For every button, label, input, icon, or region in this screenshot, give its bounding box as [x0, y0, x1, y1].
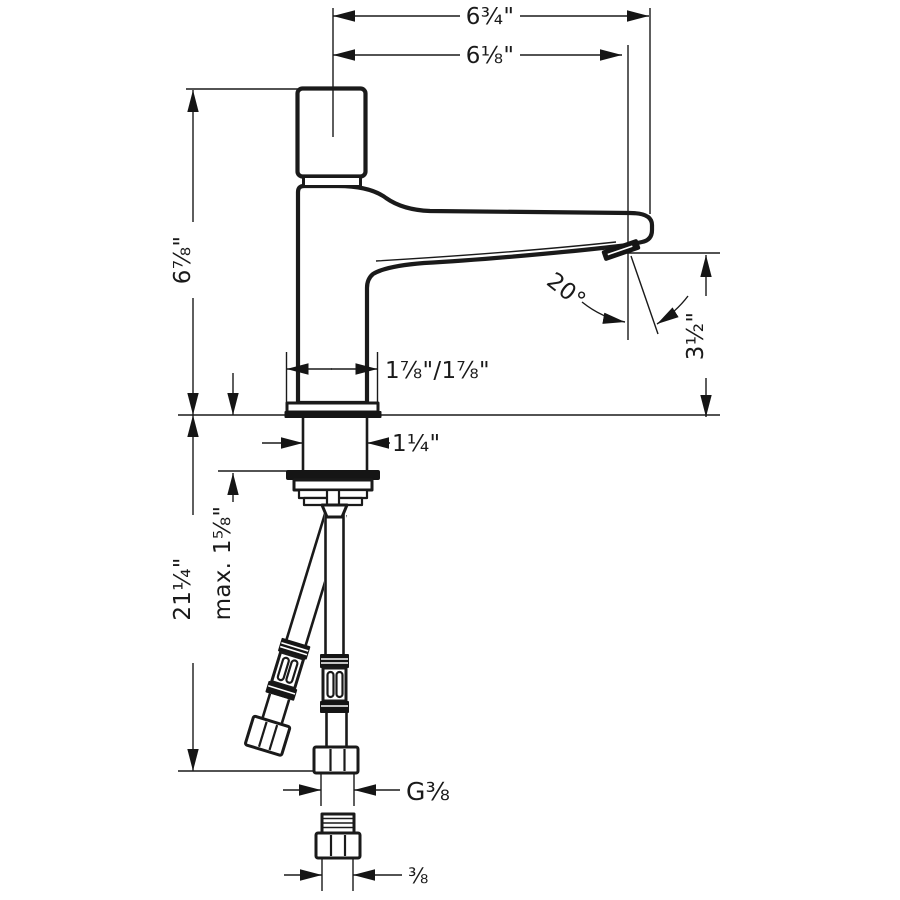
dimension-adapter-thread: ⅜	[284, 864, 429, 888]
dim-label-spout-reach: 6⅛"	[466, 43, 514, 69]
hose-edge	[280, 699, 291, 725]
dim-label-height-below-deck: 21¼"	[170, 557, 196, 620]
hose-tube-fill	[262, 693, 290, 725]
nut-facet	[268, 724, 279, 751]
ferrule-groove	[267, 685, 296, 695]
dim-label-base-depth: 1⅞"/1⅞"	[385, 358, 490, 384]
base-plate	[284, 411, 382, 418]
angle-reference-line	[630, 255, 659, 335]
dimension-shank-width: 1¼"	[262, 431, 440, 457]
dim-label-height-above-deck: 6⅞"	[170, 236, 196, 284]
hose-adapter-cone	[320, 503, 349, 519]
dimension-overall-width: 6¾"	[333, 4, 649, 30]
reference-lines	[178, 88, 720, 772]
aerator-slit	[607, 245, 633, 256]
dimension-base-depth: 1⅞"/1⅞"	[286, 358, 490, 384]
dim-label-overall-width: 6¾"	[466, 4, 514, 30]
hose-ferrule	[320, 654, 349, 668]
mounting-locknut	[286, 470, 380, 480]
thread-adapter	[314, 812, 362, 860]
faucet-model	[284, 86, 655, 418]
dim-label-adapter-thread: ⅜	[408, 864, 429, 888]
vertical-supply-hose	[312, 512, 360, 775]
fitting-slot	[285, 659, 299, 684]
dimension-height-below-deck: 21¼"	[170, 415, 199, 771]
mounting-guide	[325, 488, 341, 507]
hose-ferrule	[265, 680, 298, 701]
fitting-slot	[335, 670, 344, 699]
dim-label-spout-angle: 20°	[542, 268, 591, 314]
faucet-handle	[295, 86, 368, 179]
fitting-slot	[326, 670, 335, 699]
extension-lines	[285, 8, 659, 891]
hose-hex-nut	[312, 745, 360, 775]
hose-ferrule	[278, 637, 311, 660]
hose-edge	[284, 508, 328, 642]
ferrule-groove	[281, 641, 309, 652]
dimension-max-mounting-thickness: max. 1⅝"	[210, 373, 239, 621]
dim-label-shank-width: 1¼"	[392, 431, 440, 457]
hose-end-nut	[244, 714, 292, 757]
base-escutcheon	[285, 401, 380, 414]
handle-neck-ring	[302, 175, 362, 188]
angle-leader	[581, 301, 626, 324]
dim-label-outlet-height: 3½"	[683, 312, 709, 360]
spout-highlight-line	[375, 241, 617, 262]
adapter-hex-nut	[314, 831, 362, 860]
angle-leader	[656, 295, 689, 325]
dimension-height-above-deck: 6⅞"	[170, 90, 199, 415]
fitting-slot	[276, 656, 290, 682]
dimension-outlet-height: 3½"	[683, 255, 712, 417]
ferrule-groove	[279, 645, 308, 656]
hose-edge	[261, 693, 272, 719]
aerator	[601, 239, 641, 261]
dimension-spout-reach: 6⅛"	[333, 43, 622, 69]
dimension-spout-angle: 20°	[542, 268, 689, 325]
nut-facet	[257, 721, 268, 748]
mounting-hardware	[286, 417, 380, 519]
dimension-hose-thread: G⅜	[283, 777, 450, 806]
hose-ferrule	[320, 701, 349, 713]
dim-label-hose-thread: G⅜	[406, 777, 450, 806]
mounting-washer	[292, 478, 374, 492]
dim-label-max-mounting-thickness: max. 1⅝"	[210, 506, 236, 621]
